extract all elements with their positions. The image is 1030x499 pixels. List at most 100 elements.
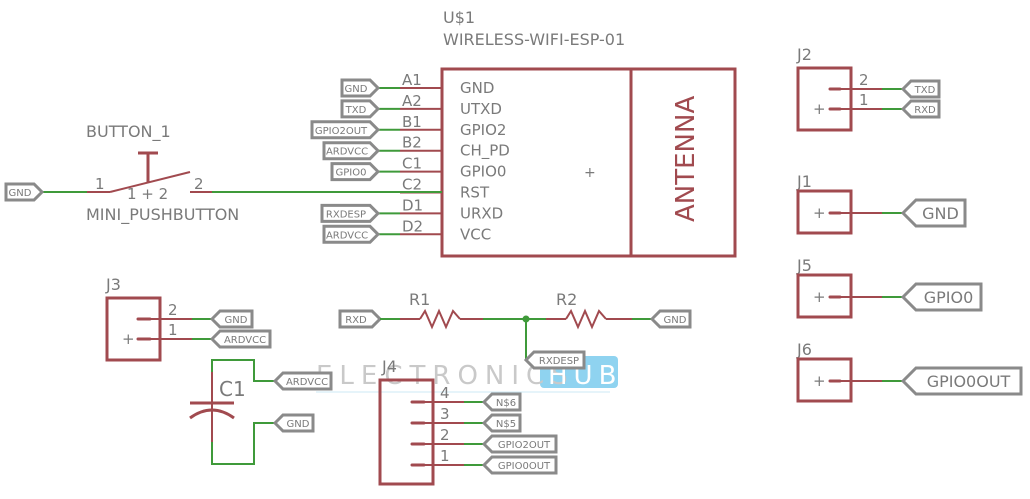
- j3-ardvcc-port: [209, 329, 272, 349]
- esp-net-port: [322, 224, 381, 244]
- button-inner-label: 1 + 2: [127, 185, 168, 203]
- esp-net-label: ARDVCC: [326, 147, 368, 158]
- esp-net-port: [310, 120, 381, 140]
- j2-pin-num: 2: [859, 71, 869, 89]
- divider-gnd-port: [649, 309, 692, 329]
- esp-net-label: ARDVCC: [326, 230, 368, 241]
- j5-net-label: GPIO0: [924, 288, 974, 307]
- esp-pin-num: A1: [402, 71, 422, 89]
- plus-mark: +: [813, 100, 826, 118]
- j4-net-port: [481, 413, 522, 433]
- button-value: MINI_PUSHBUTTON: [86, 205, 239, 225]
- j3-ardvcc-label: ARDVCC: [224, 335, 266, 346]
- esp-net-label: GPIO0: [336, 168, 367, 179]
- esp-net-label: TXD: [345, 105, 367, 116]
- button-gnd-port: [4, 182, 45, 202]
- r1-ref: R1: [409, 290, 430, 309]
- pushbutton[interactable]: BUTTON_1 MINI_PUSHBUTTON 1 2 1 + 2: [42, 122, 442, 225]
- esp-pin-num: D1: [402, 196, 423, 214]
- esp-pin-num: B1: [402, 113, 422, 131]
- j4-pin-num: 1: [440, 447, 450, 465]
- plus-mark: +: [813, 288, 826, 306]
- esp-ref: U$1: [443, 8, 475, 27]
- j2-rxd-port: [900, 99, 941, 119]
- j4-body[interactable]: [378, 378, 435, 486]
- c1-gnd-port: [272, 413, 315, 433]
- j4-net-port: [481, 434, 558, 454]
- plus-mark: +: [813, 204, 826, 222]
- j3-body[interactable]: [105, 296, 162, 362]
- j1-net-port: [900, 198, 967, 228]
- watermark-text: ELECTRONICS: [316, 361, 575, 391]
- esp-net-label: RXDESP: [326, 209, 366, 220]
- esp-pin-name: VCC: [460, 225, 491, 243]
- esp-pin-num: C1: [402, 155, 422, 173]
- j2-rxd-label: RXD: [914, 105, 936, 116]
- esp-net-port: [340, 78, 381, 98]
- r2-ref: R2: [556, 290, 577, 309]
- plus-mark: +: [122, 330, 135, 348]
- esp-value: WIRELESS-WIFI-ESP-01: [443, 30, 625, 49]
- c1-ref: C1: [219, 377, 246, 401]
- esp-pin-name: CH_PD: [460, 142, 510, 161]
- button-ref: BUTTON_1: [86, 122, 171, 142]
- j4-net-port: [481, 392, 522, 412]
- esp-pin-num: A2: [402, 92, 422, 110]
- j1-ref: J1: [796, 172, 812, 191]
- j2-txd-port: [900, 79, 941, 99]
- esp-pin-name: UTXD: [460, 100, 502, 118]
- j4-net-port: [481, 455, 558, 475]
- r1-resistor[interactable]: [419, 308, 461, 330]
- j4-pin-num: 2: [440, 426, 450, 444]
- j4-net-label: GPIO0OUT: [498, 461, 551, 472]
- esp-net-port: [340, 99, 381, 119]
- divider-rxdesp-port: [523, 350, 586, 370]
- esp-net-label: GND: [345, 84, 368, 95]
- j4-pin-num: 4: [440, 384, 450, 402]
- j4-pin-num: 3: [440, 405, 450, 423]
- j2-ref: J2: [796, 45, 812, 64]
- j6-ref: J6: [796, 340, 812, 359]
- j3-pin-num: 1: [168, 321, 178, 339]
- j3-gnd-port: [209, 309, 254, 329]
- esp-pin-num: D2: [402, 217, 423, 235]
- j4-net-label: N$6: [496, 398, 516, 409]
- j1-net-label: GND: [922, 204, 959, 223]
- esp-net-port: [322, 141, 381, 161]
- origin-cross: +: [584, 165, 596, 181]
- divider-rxd-port: [338, 309, 383, 329]
- esp-net-port: [320, 203, 381, 223]
- plus-mark: +: [813, 372, 826, 390]
- j4-ref: J4: [381, 357, 397, 376]
- esp-pin-name: URXD: [460, 204, 503, 222]
- button-pin2: 2: [194, 175, 204, 193]
- esp-pin-name: RST: [460, 184, 490, 202]
- j4-net-label: GPIO2OUT: [498, 440, 551, 451]
- j5-net-port: [900, 282, 983, 312]
- esp-body: [440, 67, 737, 258]
- j6-net-port: [900, 366, 1023, 396]
- button-pin1: 1: [95, 175, 105, 193]
- button-gnd-label: GND: [9, 188, 32, 199]
- watermark: ELECTRONICS HUB: [316, 356, 618, 393]
- j4-net-label: N$5: [496, 419, 516, 430]
- esp-net-port: [330, 162, 381, 182]
- esp01-module[interactable]: U$1 WIRELESS-WIFI-ESP-01 ANTENNA +: [440, 8, 737, 258]
- esp-pin-name: GND: [460, 79, 494, 97]
- j6-net-label: GPIO0OUT: [927, 372, 1011, 391]
- antenna-label: ANTENNA: [671, 96, 701, 222]
- j3-gnd-label: GND: [225, 315, 248, 326]
- divider-gnd-label: GND: [664, 315, 687, 326]
- j2-pin-num: 1: [859, 91, 869, 109]
- divider-rxd-label: RXD: [345, 315, 367, 326]
- divider-rxdesp-label: RXDESP: [539, 356, 579, 367]
- j5-ref: J5: [796, 256, 812, 275]
- esp-net-label: GPIO2OUT: [315, 126, 368, 137]
- r2-resistor[interactable]: [565, 308, 607, 330]
- j3-pin-num: 2: [168, 301, 178, 319]
- j2-body[interactable]: [796, 66, 853, 132]
- c1-ardvcc-label: ARDVCC: [286, 377, 328, 388]
- esp-pin-num: B2: [402, 134, 422, 152]
- esp-pin-name: GPIO2: [460, 121, 506, 139]
